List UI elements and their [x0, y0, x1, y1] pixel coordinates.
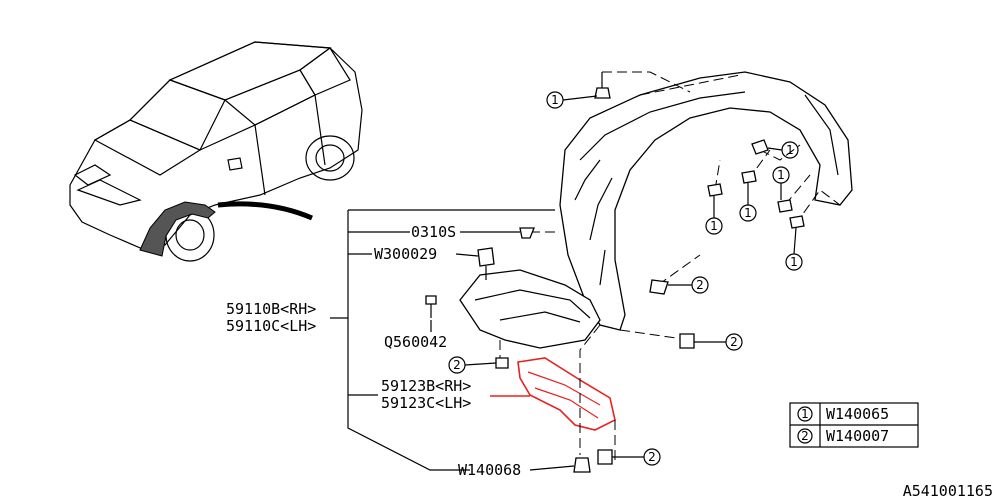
- legend-row-1: 1 W140065: [797, 405, 889, 423]
- svg-text:1: 1: [551, 93, 559, 107]
- callout-liner-lh: 59110C<LH>: [226, 317, 316, 335]
- svg-text:2: 2: [696, 278, 704, 292]
- svg-text:1: 1: [801, 407, 809, 421]
- number-markers: 1 1 1 1 1 1 2 2 2 2: [448, 91, 803, 466]
- callout-clip: 0310S: [411, 223, 456, 241]
- svg-text:1: 1: [777, 168, 785, 182]
- legend-table: 1 W140065 2 W140007: [789, 402, 919, 448]
- marker-2-lower: 2: [694, 333, 743, 351]
- legend-row-2: 2 W140007: [797, 427, 889, 445]
- svg-text:1: 1: [710, 219, 718, 233]
- marker-1-right-a: 1: [767, 141, 799, 159]
- marker-1-right-e: 1: [785, 227, 803, 271]
- splash-shield: [459, 269, 601, 349]
- callout-bracket: [330, 209, 575, 471]
- svg-text:2: 2: [730, 335, 738, 349]
- marker-1-top: 1: [546, 91, 598, 109]
- svg-text:1: 1: [790, 255, 798, 269]
- svg-text:W140007: W140007: [826, 427, 889, 445]
- vehicle-sketch: [69, 41, 363, 262]
- svg-text:2: 2: [648, 450, 656, 464]
- wheel-arch-highlight: [139, 201, 216, 257]
- fender-liner: [559, 71, 853, 331]
- vehicle-pointer: [217, 201, 313, 221]
- diagram-code: A541001165: [903, 482, 993, 500]
- callout-screw: W140068: [458, 461, 521, 479]
- svg-text:2: 2: [453, 358, 461, 372]
- marker-1-right-b: 1: [705, 196, 723, 235]
- marker-2-splash: 2: [448, 356, 497, 374]
- marker-1-right-c: 1: [739, 183, 757, 222]
- svg-text:2: 2: [801, 429, 809, 443]
- callout-cover-rh: 59123B<RH>: [381, 377, 471, 395]
- callout-cover-lh: 59123C<LH>: [381, 394, 471, 412]
- callout-nut: W300029: [374, 245, 437, 263]
- svg-text:1: 1: [786, 143, 794, 157]
- svg-text:W140065: W140065: [826, 405, 889, 423]
- callout-liner-rh: 59110B<RH>: [226, 300, 316, 318]
- marker-2-bottom: 2: [612, 448, 661, 466]
- marker-1-right-d: 1: [772, 166, 790, 200]
- fasteners: [425, 72, 805, 473]
- marker-2-clip: 2: [668, 276, 709, 294]
- under-cover-highlight: [517, 357, 616, 431]
- callout-bolt: Q560042: [384, 333, 447, 351]
- svg-text:1: 1: [744, 206, 752, 220]
